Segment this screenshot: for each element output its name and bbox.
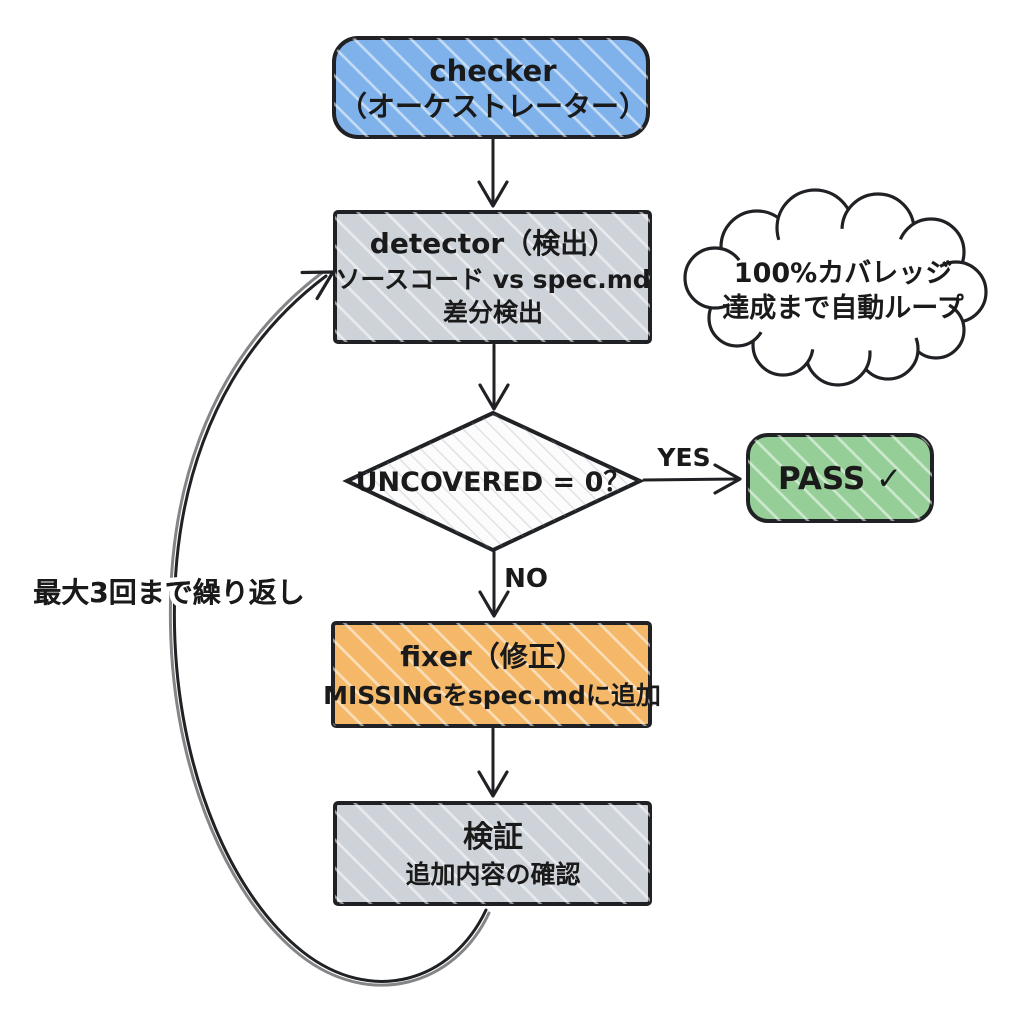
arrow-line [642, 477, 740, 482]
arrowhead [713, 463, 742, 495]
arrowhead [478, 590, 510, 618]
yes-label: YES [656, 443, 710, 472]
node-fixer: fixer（修正） MISSINGをspec.mdに追加 [323, 621, 661, 728]
edge-checker-detector [477, 137, 509, 208]
detector-label-line3: 差分検出 [443, 298, 543, 327]
pass-box-hatch [748, 435, 932, 521]
edge-detector-decision [478, 343, 510, 411]
loop-arrow-line-sketch [168, 270, 491, 987]
cloud-label-line1: 100%カバレッジ [734, 258, 952, 289]
checker-label-line1: checker [429, 54, 557, 88]
fixer-box-hatch [333, 623, 650, 726]
detector-box-hatch [335, 212, 650, 342]
arrowhead [478, 383, 510, 411]
decision-label: UNCOVERED = 0？ [356, 467, 631, 498]
loop-arrow-line [172, 274, 488, 983]
arrowhead [477, 770, 509, 798]
node-verify: 検証 追加内容の確認 [333, 801, 652, 906]
loop-label: 最大3回まで繰り返し [33, 576, 304, 609]
node-detector: detector（検出） ソースコード vs spec.md 差分検出 [333, 210, 652, 344]
fixer-label-line2: MISSINGをspec.mdに追加 [323, 681, 661, 710]
checker-label-line2: （オーケストレーター） [339, 90, 647, 123]
loop-label-halo: 最大3回まで繰り返し [33, 576, 304, 609]
no-label: NO [504, 564, 548, 594]
loop-label-group: 最大3回まで繰り返し 最大3回まで繰り返し [28, 571, 309, 614]
fixer-label-line1: fixer（修正） [400, 640, 584, 673]
cloud-label-line2: 達成まで自動ループ [722, 292, 964, 324]
node-pass: PASS ✓ [746, 433, 934, 523]
node-decision: UNCOVERED = 0？ [342, 410, 645, 553]
arrowhead [477, 180, 509, 208]
edge-decision-pass-yes: YES [642, 443, 742, 495]
verify-label-line1: 検証 [463, 820, 523, 855]
edge-decision-fixer-no: NO [478, 550, 548, 618]
edge-fixer-verify [477, 727, 509, 798]
verify-label-line2: 追加内容の確認 [405, 860, 580, 889]
cloud-shape [683, 188, 988, 387]
detector-label-line1: detector（検出） [370, 227, 616, 260]
verify-box-hatch [335, 803, 650, 904]
pass-label: PASS ✓ [778, 461, 902, 497]
detector-label-line2: ソースコード vs spec.md [335, 265, 650, 294]
decision-diamond-hatch [347, 413, 640, 550]
checker-box-hatch [334, 38, 648, 137]
node-checker: checker （オーケストレーター） [332, 36, 650, 139]
node-cloud-annotation: 100%カバレッジ 達成まで自動ループ [683, 188, 988, 387]
